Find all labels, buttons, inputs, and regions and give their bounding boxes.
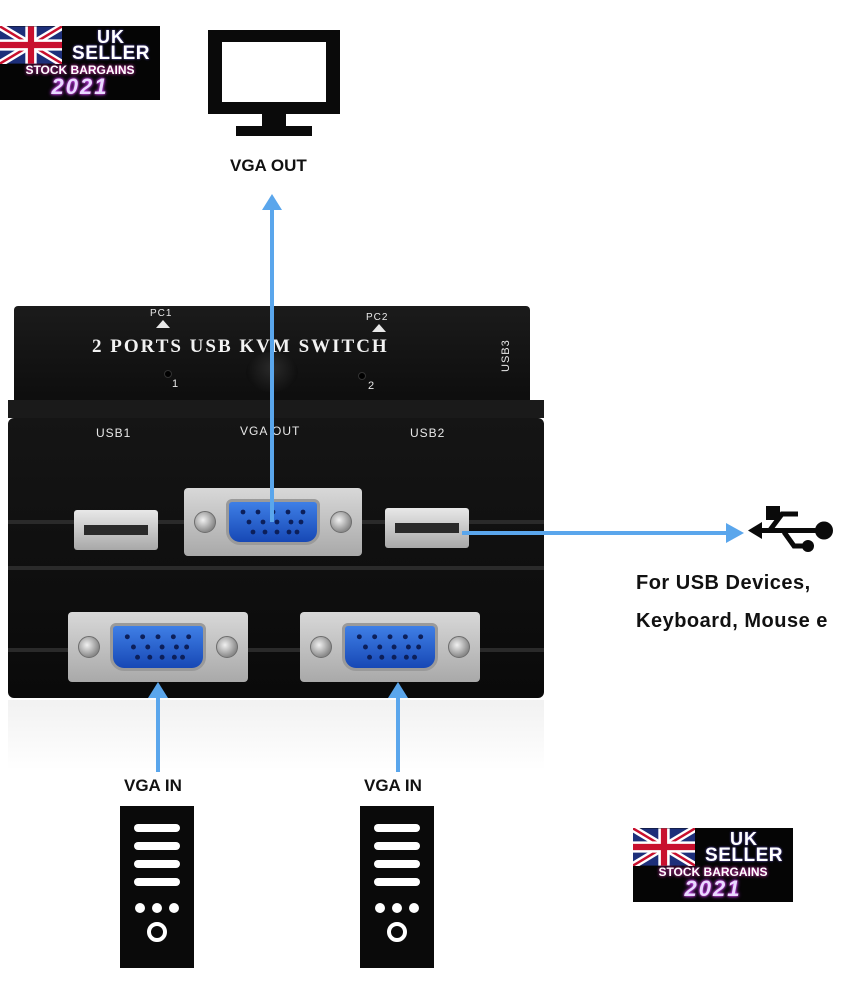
badge-year-text: 2021	[51, 74, 109, 99]
usb3-label: USB3	[500, 339, 512, 372]
screw	[78, 636, 100, 658]
usb2-port[interactable]	[385, 508, 469, 548]
vga-in-arrow-left	[148, 682, 168, 772]
server-tower-icon	[360, 806, 434, 968]
vga-in-label-left: VGA IN	[124, 776, 182, 795]
usb-arrow	[462, 523, 744, 543]
badge-year-text: 2021	[684, 876, 742, 901]
uk-seller-badge-bottom: UK SELLER STOCK BARGAINS 2021	[633, 828, 793, 902]
vga-out-port-label: VGA OUT	[240, 424, 301, 438]
server-tower-icon	[120, 806, 194, 968]
kvm-switch-seam	[8, 400, 544, 418]
screw	[194, 511, 216, 533]
vga-in-port-1[interactable]	[68, 612, 248, 682]
vga-in-label-right: VGA IN	[364, 776, 422, 795]
usb-devices-line1: For USB Devices,	[636, 572, 811, 594]
led-1-label: 1	[172, 378, 180, 390]
badge-uk-text: UK	[97, 27, 125, 47]
vga-pins	[124, 634, 192, 660]
vga-out-arrow	[262, 194, 282, 522]
pc2-label: PC2	[366, 312, 389, 323]
device-title: 2 PORTS USB KVM SWITCH	[92, 336, 389, 357]
vga-in-arrow-right	[388, 682, 408, 772]
vga-in-port-2[interactable]	[300, 612, 480, 682]
screw	[310, 636, 332, 658]
vga-pins	[356, 634, 424, 660]
vga-connector	[110, 623, 206, 671]
pc1-triangle-icon	[156, 320, 170, 328]
badge-seller-text: SELLER	[72, 43, 150, 64]
badge-stock-text: STOCK BARGAINS	[25, 63, 135, 77]
body-groove	[8, 648, 544, 652]
screw	[448, 636, 470, 658]
badge-stock-text: STOCK BARGAINS	[658, 865, 768, 879]
usb2-label: USB2	[410, 426, 446, 440]
usb1-port[interactable]	[74, 510, 158, 550]
uk-seller-badge-top: UK SELLER STOCK BARGAINS 2021	[0, 26, 160, 100]
badge-uk-text: UK	[730, 829, 758, 849]
screw	[216, 636, 238, 658]
device-reflection	[8, 700, 544, 770]
vga-connector	[342, 623, 438, 671]
vga-out-label: VGA OUT	[230, 156, 307, 175]
pc2-triangle-icon	[372, 324, 386, 332]
vga-pins	[240, 509, 306, 535]
monitor-icon	[208, 30, 340, 136]
led-2	[358, 372, 366, 380]
badge-seller-text: SELLER	[705, 845, 783, 866]
usb-devices-line2: Keyboard, Mouse e	[636, 610, 828, 632]
led-2-label: 2	[368, 380, 376, 392]
usb1-label: USB1	[96, 426, 132, 440]
screw	[330, 511, 352, 533]
union-jack-flag-icon	[0, 26, 62, 64]
union-jack-flag-icon	[633, 828, 695, 866]
led-1	[164, 370, 172, 378]
usb-symbol-icon	[748, 506, 833, 552]
pc1-label: PC1	[150, 308, 173, 319]
body-groove	[8, 566, 544, 570]
